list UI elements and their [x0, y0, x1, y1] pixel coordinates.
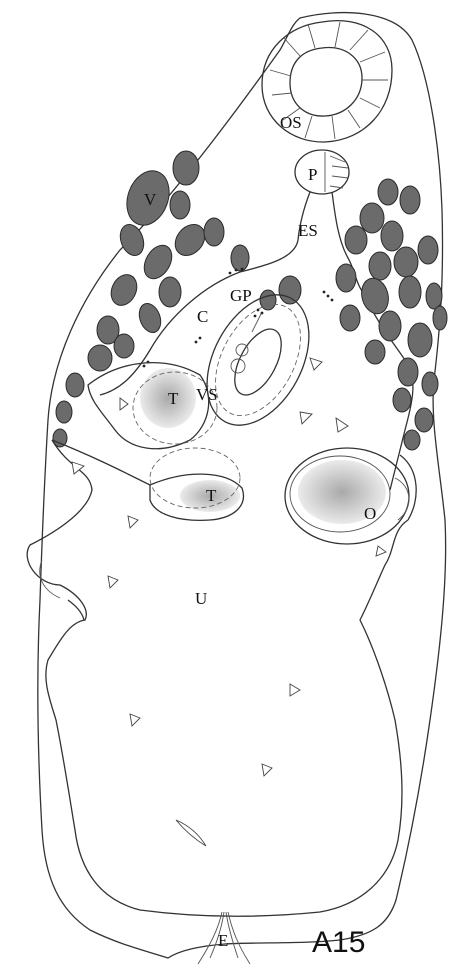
- pharynx: [295, 150, 349, 194]
- ventral-sucker: [225, 312, 291, 402]
- label-uterus: U: [195, 589, 207, 608]
- label-testis-posterior: T: [206, 486, 217, 505]
- label-testis-anterior: T: [168, 389, 179, 408]
- label-pharynx: P: [308, 165, 317, 184]
- label-esophagus: ES: [298, 221, 318, 240]
- figure-label: A15: [312, 926, 365, 959]
- label-ovary: O: [364, 504, 376, 523]
- label-genital-pore: GP: [230, 286, 252, 305]
- testis-posterior: [150, 448, 243, 520]
- testis-anterior: [88, 363, 217, 449]
- label-oral-sucker: OS: [280, 113, 302, 132]
- label-cirrus-sac: C: [197, 307, 208, 326]
- eggs: [72, 358, 386, 846]
- label-vitellaria: V: [144, 190, 157, 209]
- label-excretory-pore: E: [218, 931, 228, 950]
- ovary: [285, 448, 409, 544]
- label-seminal-vesicle: VS: [196, 385, 218, 404]
